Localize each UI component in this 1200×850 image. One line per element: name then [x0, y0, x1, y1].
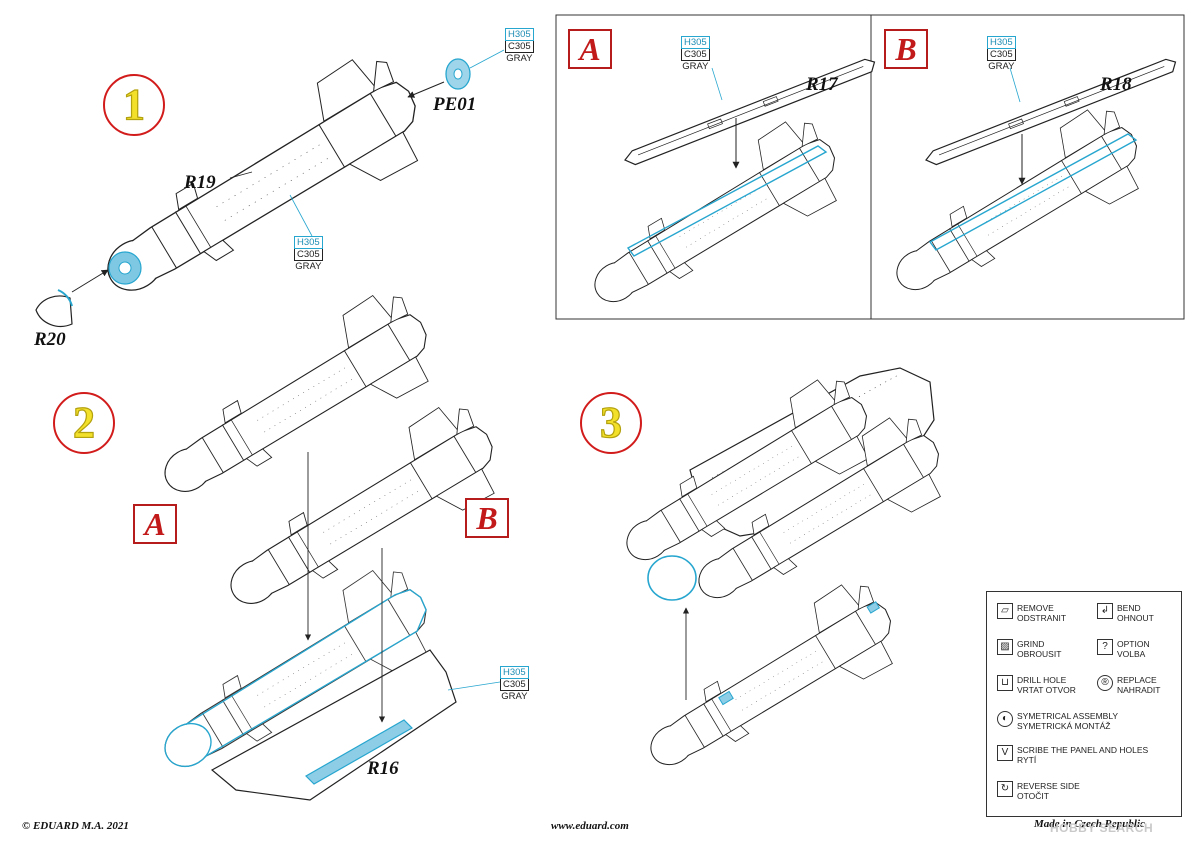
variant-a-header: A: [568, 29, 612, 69]
step-1-marker: 1: [103, 74, 165, 136]
part-label-r20: R20: [34, 329, 66, 350]
watermark-logo: HOBBY SEARCH: [1050, 821, 1154, 835]
step2-variant-a: A: [133, 504, 177, 544]
step3-missile-detached: [627, 571, 912, 795]
step3-blue-tab-1: [866, 601, 881, 614]
pe01-arrow: [407, 81, 445, 98]
option-icon: ?: [1097, 639, 1113, 655]
grind-icon: ▨: [997, 639, 1013, 655]
step3-blue-tab-2: [718, 690, 734, 706]
section-a-missile: [571, 108, 856, 332]
part-label-r18: R18: [1100, 74, 1132, 95]
variant-b-header: B: [884, 29, 928, 69]
footer-copyright: © EDUARD M.A. 2021: [22, 820, 129, 832]
pe01-washer-hole: [453, 68, 463, 80]
reverse-side-icon: ↻: [997, 781, 1013, 797]
r20-arrow: [71, 269, 109, 293]
footer-website: www.eduard.com: [551, 820, 629, 832]
gray-leader-1: [289, 194, 313, 237]
step3-blue-nose: [647, 555, 697, 601]
r17-rail-part: [621, 55, 879, 169]
step2-variant-b: B: [465, 498, 509, 538]
gray-leader-a: [711, 67, 723, 101]
r19-leader: [229, 171, 253, 179]
step-2-marker: 2: [53, 392, 115, 454]
bend-icon: ↲: [1097, 603, 1113, 619]
step1-collar-hole: [118, 261, 132, 275]
part-label-r16: R16: [367, 758, 399, 779]
r16-pylon-part: [210, 649, 457, 801]
drill-hole-icon: ⊔: [997, 675, 1013, 691]
r20-nose-edge: [57, 289, 73, 307]
scribe-icon: V: [997, 745, 1013, 761]
r20-nose-part: [35, 295, 73, 327]
part-label-r19: R19: [184, 172, 216, 193]
step2-assembled-outline: [164, 589, 427, 768]
r16-plate: [305, 719, 413, 785]
gray-leader-pe01: [469, 49, 505, 69]
footer-made-in: Made in Czech Republic: [1034, 818, 1145, 830]
gray-leader-r16: [447, 681, 501, 691]
r18-rail-part: [922, 55, 1180, 169]
part-label-r17: R17: [806, 74, 838, 95]
replace-icon: ®: [1097, 675, 1113, 691]
part-label-pe01: PE01: [433, 94, 477, 115]
remove-icon: ▱: [997, 603, 1013, 619]
section-a-rail-highlight: [626, 145, 828, 257]
section-b-rail-highlight: [928, 133, 1138, 251]
gray-leader-b: [1009, 67, 1021, 103]
step-3-marker: 3: [580, 392, 642, 454]
symmetrical-assembly-icon: ◐: [997, 711, 1013, 727]
